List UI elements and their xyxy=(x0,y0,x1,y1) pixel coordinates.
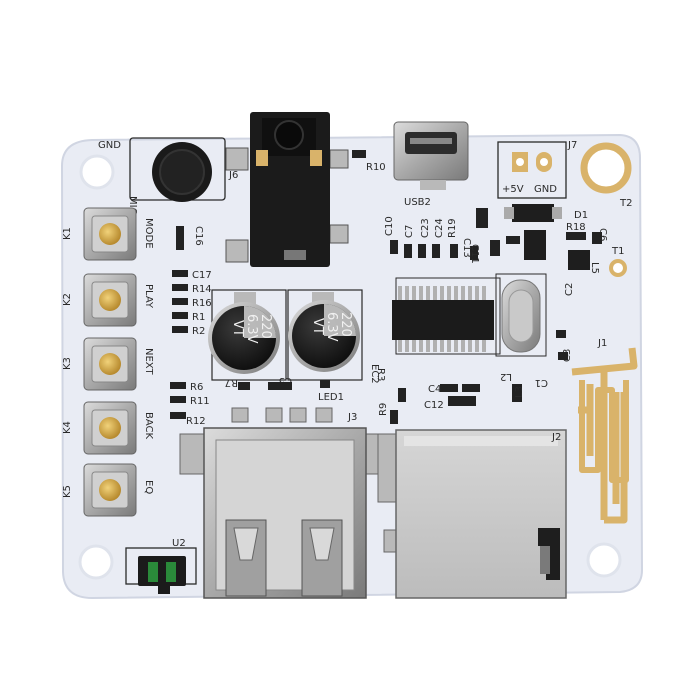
label-c5: C5 xyxy=(279,375,292,386)
label-c2: C2 xyxy=(564,283,575,296)
label-k2: K2 xyxy=(62,293,73,306)
label-l3: L3 xyxy=(514,386,525,398)
label-c23: C23 xyxy=(420,218,431,238)
smd-c3 xyxy=(558,352,568,360)
label-back: BACK xyxy=(143,412,154,440)
label-c1: C1 xyxy=(535,377,548,388)
electrolytic-capacitor-left xyxy=(208,289,287,381)
button-k1-cap[interactable] xyxy=(99,223,121,245)
label-c6: C6 xyxy=(597,228,608,241)
label-c24: C24 xyxy=(434,218,445,238)
button-k2-cap[interactable] xyxy=(99,289,121,311)
label-r19: R19 xyxy=(447,218,458,238)
electrolytic-capacitor-right xyxy=(287,289,363,381)
button-k5-eq[interactable] xyxy=(83,463,137,517)
label-c7: C7 xyxy=(404,225,415,238)
smd-c2 xyxy=(556,330,566,338)
label-j7: J7 xyxy=(567,140,577,151)
label-r9: R9 xyxy=(378,403,389,416)
label-l2: L2 xyxy=(500,371,512,382)
label-r1: R1 xyxy=(192,312,205,323)
cap-right-value: 220 xyxy=(338,312,353,337)
label-r10: R10 xyxy=(366,162,386,173)
label-r7: R7 xyxy=(225,377,238,388)
label-c13: C13 xyxy=(461,238,472,258)
label-mic: MIC- xyxy=(127,196,138,219)
button-k5-cap[interactable] xyxy=(99,479,121,501)
label-r14: R14 xyxy=(192,284,212,295)
headphone-jack xyxy=(225,112,349,267)
smd-parts-under-caps xyxy=(231,380,333,423)
label-r18: R18 xyxy=(566,222,586,233)
main-ic-chip xyxy=(392,277,501,355)
label-d1: D1 xyxy=(574,210,588,221)
button-k2-play[interactable] xyxy=(83,273,137,327)
pcb-antenna xyxy=(571,347,638,524)
label-r2: R2 xyxy=(192,326,205,337)
cap-left-value: 220 xyxy=(258,314,273,339)
label-r16: R16 xyxy=(192,298,212,309)
smd-r10 xyxy=(352,150,366,158)
mounting-holes xyxy=(78,142,632,580)
button-k4-cap[interactable] xyxy=(99,417,121,439)
label-k1: K1 xyxy=(62,227,73,240)
label-ec2: EC2 xyxy=(369,364,380,384)
label-eq: EQ xyxy=(143,480,154,494)
button-k4-back[interactable] xyxy=(83,401,137,455)
label-mode: MODE xyxy=(143,218,154,249)
label-c17: C17 xyxy=(192,270,212,281)
label-k3: K3 xyxy=(62,357,73,370)
label-r3: R3 xyxy=(375,368,386,381)
label-r11: R11 xyxy=(190,396,210,407)
label-j3: J3 xyxy=(347,412,357,423)
cap-right-voltage: 6.3V xyxy=(324,312,339,342)
smd-resistor-column xyxy=(170,226,188,419)
label-t2: T2 xyxy=(619,198,632,209)
label-play: PLAY xyxy=(143,284,154,309)
button-k3-cap[interactable] xyxy=(99,353,121,375)
sd-card-slot xyxy=(377,429,567,599)
label-c12: C12 xyxy=(424,400,444,411)
power-header-j7 xyxy=(497,141,567,199)
usb-a-connector xyxy=(179,427,387,599)
label-c11: C11 xyxy=(469,244,480,264)
label-k5: K5 xyxy=(62,485,73,498)
label-c16: C16 xyxy=(193,226,204,246)
label-k4: K4 xyxy=(62,421,73,434)
label-j2: J2 xyxy=(551,432,561,443)
label-r6: R6 xyxy=(190,382,203,393)
smd-parts-top-right xyxy=(476,204,602,270)
label-j1: J1 xyxy=(597,338,607,349)
cap-left-series: VT xyxy=(230,320,245,337)
label-led1: LED1 xyxy=(318,392,344,403)
label-plus5v: +5V xyxy=(502,184,524,195)
smd-capacitor-row xyxy=(390,240,478,260)
button-k1-mode[interactable] xyxy=(83,207,137,261)
label-r12: R12 xyxy=(186,416,206,427)
microphone xyxy=(129,137,226,202)
ir-receiver-u2 xyxy=(125,547,197,594)
label-c4: C4 xyxy=(428,384,441,395)
micro-usb-connector xyxy=(393,121,469,190)
label-t1: T1 xyxy=(611,246,624,257)
crystal-oscillator xyxy=(495,273,547,357)
cap-left-voltage: 6.3V xyxy=(244,314,259,344)
button-k3-next[interactable] xyxy=(83,337,137,391)
label-l5: L5 xyxy=(589,262,600,274)
cap-right-series: VT xyxy=(310,318,325,335)
label-c10: C10 xyxy=(384,216,395,236)
label-j6: J6 xyxy=(228,170,238,181)
label-gnd-top-left: GND xyxy=(98,140,121,151)
label-next: NEXT xyxy=(143,348,154,375)
label-gnd-j7: GND xyxy=(534,184,557,195)
label-u2: U2 xyxy=(172,538,186,549)
label-usb2: USB2 xyxy=(404,197,431,208)
smd-parts-mid xyxy=(390,384,522,424)
